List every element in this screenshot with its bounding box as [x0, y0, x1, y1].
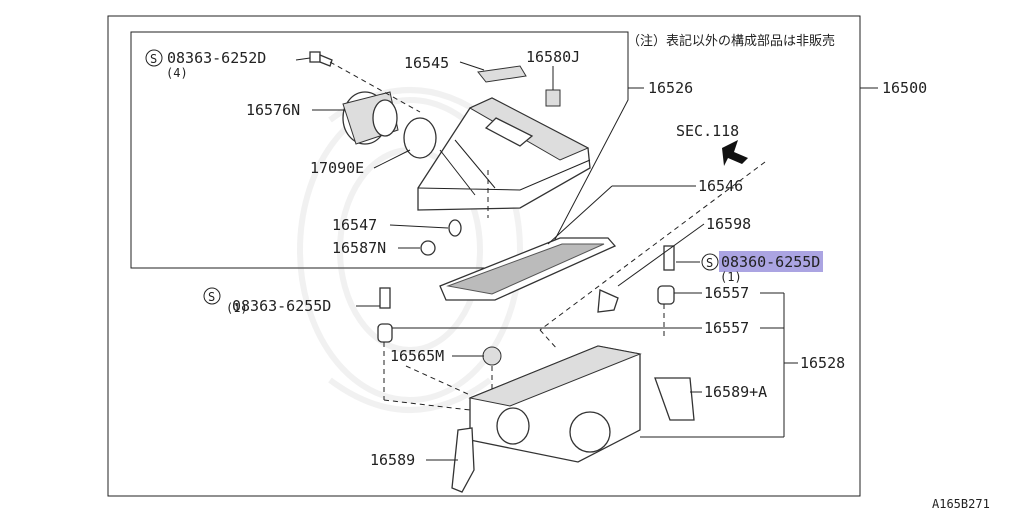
screw-part-right: 08360-6255D: [721, 253, 820, 271]
label-16589a: 16589+A: [704, 383, 767, 401]
label-16587n: 16587N: [332, 239, 386, 257]
label-16598: 16598: [706, 215, 751, 233]
bracket-16589[interactable]: [451, 427, 475, 493]
seal-17090e[interactable]: [403, 117, 437, 159]
svg-text:S: S: [208, 290, 215, 304]
bolt-08360-6255d[interactable]: [663, 245, 675, 271]
screw-s-icon: [203, 287, 221, 305]
clip-16565m[interactable]: [482, 346, 502, 366]
outer-frame: [107, 15, 861, 497]
label-16565m: 16565M: [390, 347, 444, 365]
label-16528: 16528: [800, 354, 845, 372]
label-16547: 16547: [332, 216, 377, 234]
label-sec-118: SEC.118: [676, 122, 739, 140]
leader-lines: [295, 57, 878, 461]
bracket-16589a[interactable]: [654, 377, 695, 421]
duct-16576n[interactable]: [342, 91, 399, 145]
clip-16598[interactable]: [597, 289, 619, 313]
label-16557-b: 16557: [704, 319, 749, 337]
screw-qty-right: (1): [720, 270, 742, 284]
label-16545: 16545: [404, 54, 449, 72]
filter-element-16546[interactable]: [439, 237, 617, 301]
note-text: （注）表記以外の構成部品は非販売: [627, 33, 835, 49]
svg-text:S: S: [150, 52, 157, 66]
figure-id: A165B271: [932, 497, 990, 511]
grommet-16557-b[interactable]: [377, 323, 393, 343]
screw-qty-top: (4): [166, 66, 188, 80]
clip-16580j[interactable]: [545, 89, 561, 107]
screw-part-top: 08363-6252D: [167, 49, 266, 67]
screw-s-icon: [701, 253, 719, 271]
pad-16545[interactable]: [477, 65, 527, 83]
grommet-16557-a[interactable]: [657, 285, 675, 305]
screw-callout-right: S 08360-6255D (1): [701, 253, 820, 284]
label-16526: 16526: [648, 79, 693, 97]
label-16576n: 16576N: [246, 101, 300, 119]
label-16580j: 16580J: [526, 48, 580, 66]
screw-s-icon: [145, 49, 163, 67]
inner-frame: [130, 31, 629, 269]
label-16500: 16500: [882, 79, 927, 97]
label-16589: 16589: [370, 451, 415, 469]
label-16557-a: 16557: [704, 284, 749, 302]
bolt-08363-6255d[interactable]: [379, 287, 391, 309]
highlight-box: [719, 251, 823, 272]
svg-text:S: S: [706, 256, 713, 270]
washer-16547[interactable]: [448, 219, 462, 237]
screw-callout-top: S 08363-6252D (4): [145, 49, 266, 80]
screw-part-left: 08363-6255D: [232, 297, 331, 315]
dashed-lines: [329, 61, 766, 411]
screw-callout-left: S (1) 08363-6255D: [203, 287, 331, 315]
label-16546: 16546: [698, 177, 743, 195]
bolt-08363-6252d[interactable]: [309, 51, 333, 67]
screw-qty-left: (1): [226, 301, 248, 315]
air-cleaner-cover[interactable]: [417, 97, 591, 211]
label-17090e: 17090E: [310, 159, 364, 177]
grommet-16587n[interactable]: [420, 240, 436, 256]
section-arrow-icon: [722, 140, 748, 166]
